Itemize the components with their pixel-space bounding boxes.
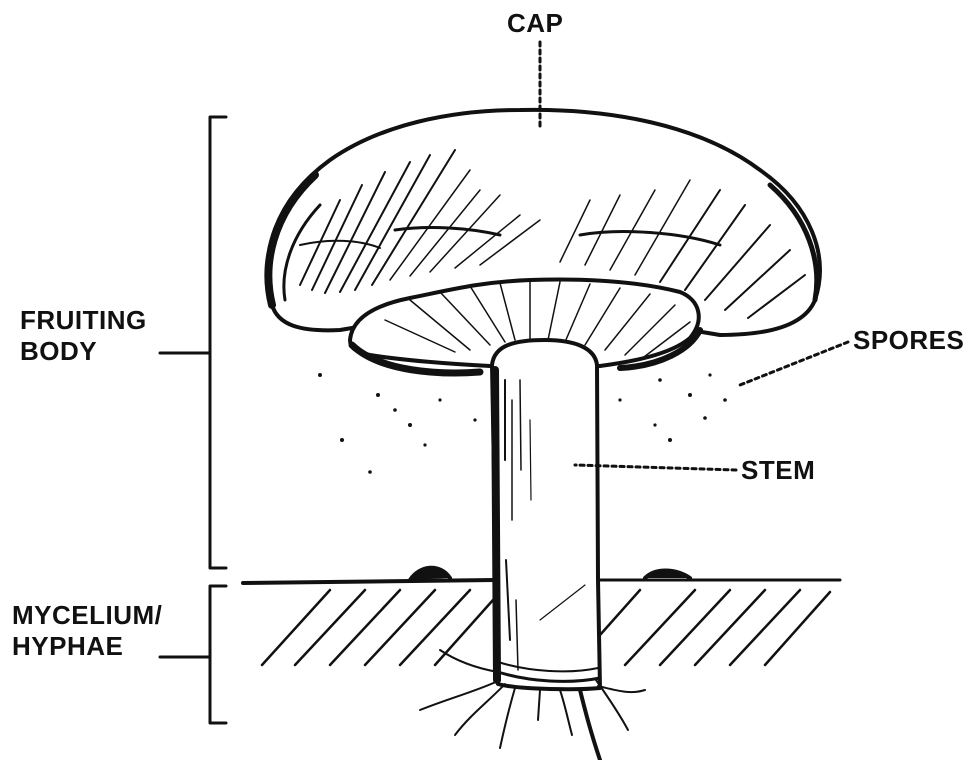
fruiting-body-label-line1: FRUITING — [20, 305, 147, 336]
spores-label: SPORES — [853, 325, 964, 356]
mycelium-hyphae-label: MYCELIUM/ HYPHAE — [12, 600, 162, 662]
mycelium-label-line1: MYCELIUM/ — [12, 600, 162, 631]
spores-leader — [740, 342, 848, 385]
mycelium-label-line2: HYPHAE — [12, 631, 162, 662]
mycelium-bracket — [210, 586, 226, 723]
mushroom-illustration — [160, 42, 848, 760]
fruiting-body-label-line2: BODY — [20, 336, 147, 367]
stem-label: STEM — [741, 455, 815, 486]
brackets — [160, 117, 226, 723]
fruiting-body-bracket — [210, 117, 226, 568]
fruiting-body-label: FRUITING BODY — [20, 305, 147, 367]
cap-label: CAP — [507, 8, 563, 39]
stem-shape — [492, 340, 600, 689]
